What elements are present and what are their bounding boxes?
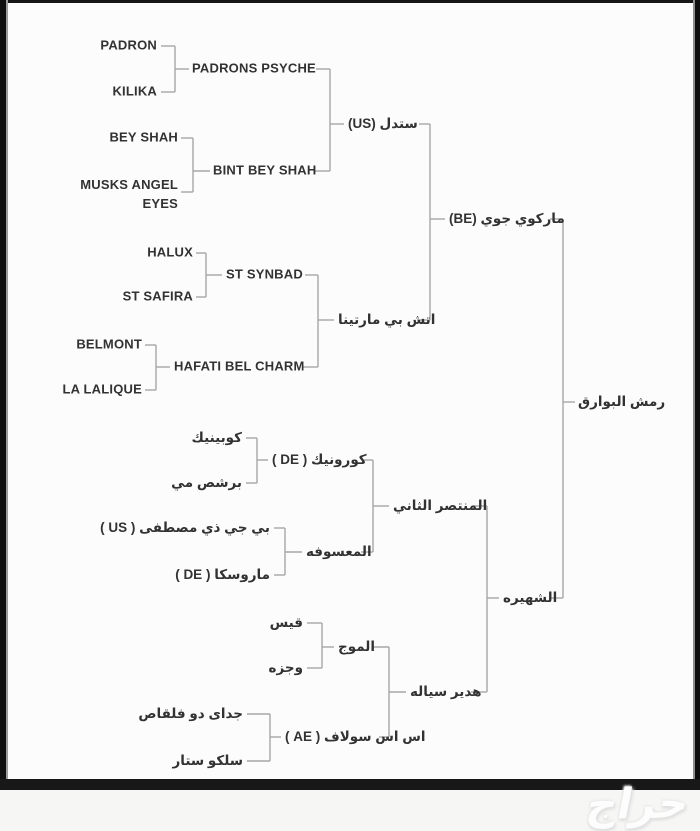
pedigree-node-ramsh_albawariq: رمش البوارق xyxy=(578,394,666,410)
pedigree-node-almaasoufa: المعسوفه xyxy=(306,544,372,560)
pedigree-node-musks_angel_eyes: MUSKS ANGEL EYES xyxy=(80,177,178,211)
pedigree-node-st_safira: ST SAFIRA xyxy=(122,288,193,304)
pedigree-node-hadeer_sayala: هدير سياله xyxy=(410,684,482,700)
pedigree-node-padron: PADRON xyxy=(100,37,157,53)
pedigree-node-atch_bi_martina: اتش بي مارتينا xyxy=(338,312,436,328)
haraj-watermark-logo: حراج xyxy=(582,779,694,829)
pedigree-node-barshas_mi: برشص مي xyxy=(171,475,242,491)
pedigree-node-almuntasir_althani: المنتصر الثاني xyxy=(393,498,488,514)
pedigree-node-pg_thee_mustafa_us: بي جي ذي مصطفى ( US ) xyxy=(100,520,270,536)
pedigree-node-stadel_us: ستدل (US) xyxy=(348,116,418,132)
pedigree-node-maroska_de: ماروسكا ( DE ) xyxy=(175,567,270,583)
pedigree-node-wajza: وجزه xyxy=(268,660,304,676)
pedigree-node-kopinik: كوبينيك xyxy=(191,430,243,446)
pedigree-node-silko_star: سلكو ستار xyxy=(172,753,243,769)
pedigree-node-alshahira: الشهيره xyxy=(503,590,558,606)
pedigree-node-hafati_bel_charm: HAFATI BEL CHARM xyxy=(174,358,305,374)
pedigree-node-jaday_du_falqas: جداى دو فلقاص xyxy=(138,706,243,722)
pedigree-node-halux: HALUX xyxy=(147,244,193,260)
pedigree-node-qais: قيس xyxy=(269,615,303,631)
pedigree-node-ss_soulaf_ae: اس اس سولاف ( AE ) xyxy=(285,729,426,745)
pedigree-node-bey_shah: BEY SHAH xyxy=(109,129,178,145)
pedigree-node-belmont: BELMONT xyxy=(76,336,142,352)
pedigree-node-bint_bey_shah: BINT BEY SHAH xyxy=(213,162,317,178)
pedigree-node-la_lalique: LA LALIQUE xyxy=(62,381,142,397)
pedigree-node-kilika: KILIKA xyxy=(112,83,157,99)
pedigree-node-st_synbad: ST SYNBAD xyxy=(226,266,303,282)
pedigree-node-padrons_psyche: PADRONS PSYCHE xyxy=(192,60,316,76)
pedigree-node-markoui_joui_be: ماركوي جوي (BE) xyxy=(449,211,565,227)
pedigree-node-koronik_de: كورونيك ( DE ) xyxy=(272,452,367,468)
pedigree-node-almawj: الموج xyxy=(338,639,375,655)
